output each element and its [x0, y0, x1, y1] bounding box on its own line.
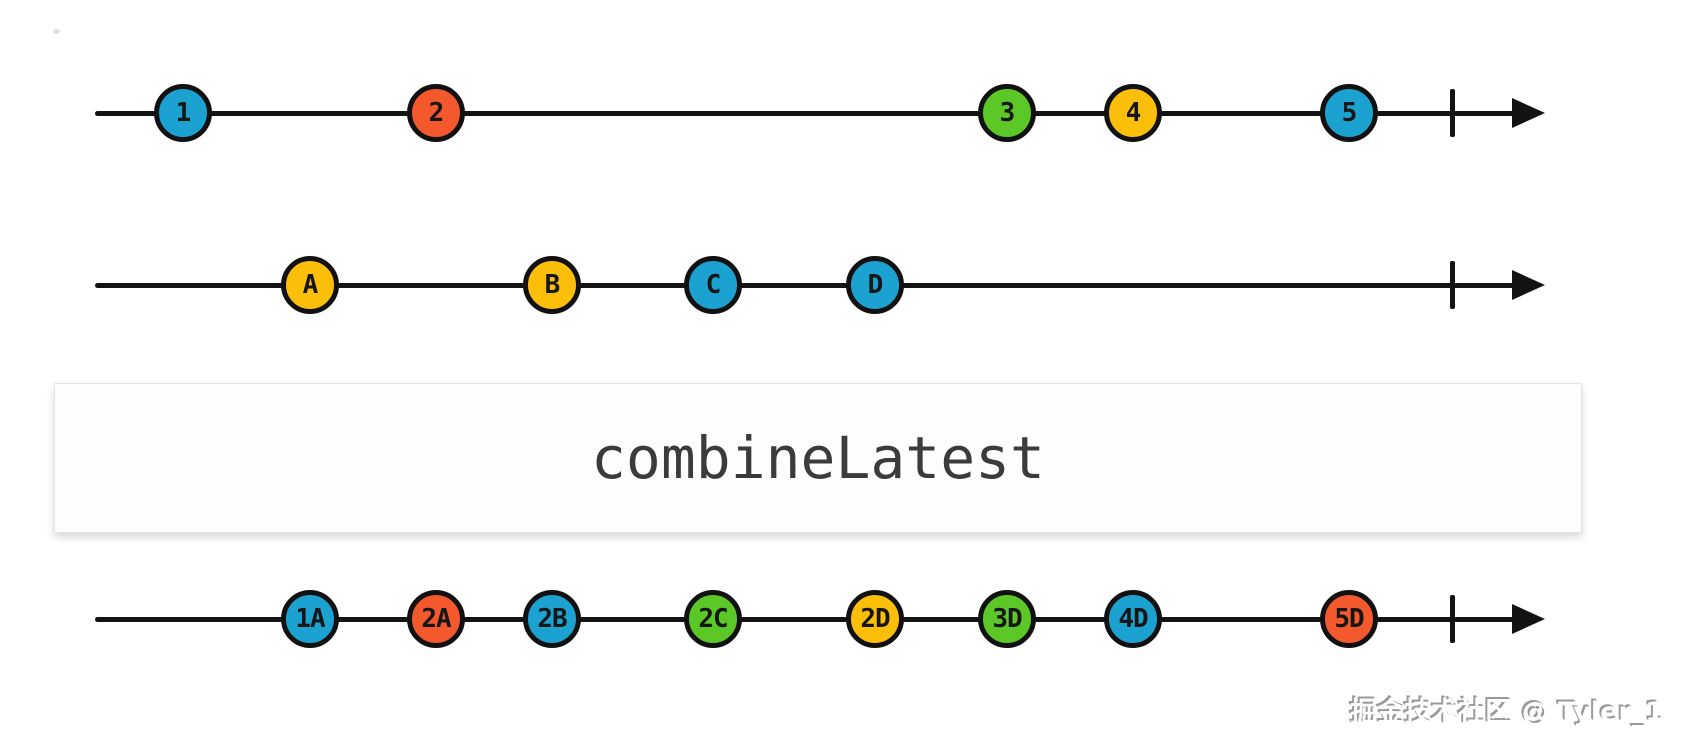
- marble-source-1-3: 3: [978, 84, 1036, 142]
- marble-source-2-D: D: [846, 256, 904, 314]
- marble-output-2B: 2B: [523, 590, 581, 648]
- arrowhead-icon: [1512, 604, 1545, 634]
- marble-output-2A: 2A: [407, 590, 465, 648]
- marble-source-1-4: 4: [1104, 84, 1162, 142]
- marble-source-1-1: 1: [154, 84, 212, 142]
- marble-output-4D: 4D: [1104, 590, 1162, 648]
- marble-output-5D: 5D: [1320, 590, 1378, 648]
- timeline-line: [95, 616, 1527, 622]
- arrowhead-icon: [1512, 98, 1545, 128]
- watermark: 掘金技术社区 @ Tyler_1: [1350, 697, 1664, 728]
- operator-box: combineLatest: [54, 383, 1582, 533]
- marble-source-1-5: 5: [1320, 84, 1378, 142]
- marble-output-2D: 2D: [846, 590, 904, 648]
- completion-bar: [1450, 595, 1455, 643]
- completion-bar: [1450, 89, 1455, 137]
- arrowhead-icon: [1512, 270, 1545, 300]
- artifact-speck: [53, 29, 60, 34]
- completion-bar: [1450, 261, 1455, 309]
- marble-output-3D: 3D: [978, 590, 1036, 648]
- marble-source-1-2: 2: [407, 84, 465, 142]
- operator-label: combineLatest: [591, 424, 1045, 492]
- marble-source-2-A: A: [281, 256, 339, 314]
- marble-source-2-C: C: [684, 256, 742, 314]
- timeline-line: [95, 110, 1527, 116]
- timeline-line: [95, 282, 1527, 288]
- marble-output-2C: 2C: [684, 590, 742, 648]
- marble-source-2-B: B: [523, 256, 581, 314]
- marble-output-1A: 1A: [281, 590, 339, 648]
